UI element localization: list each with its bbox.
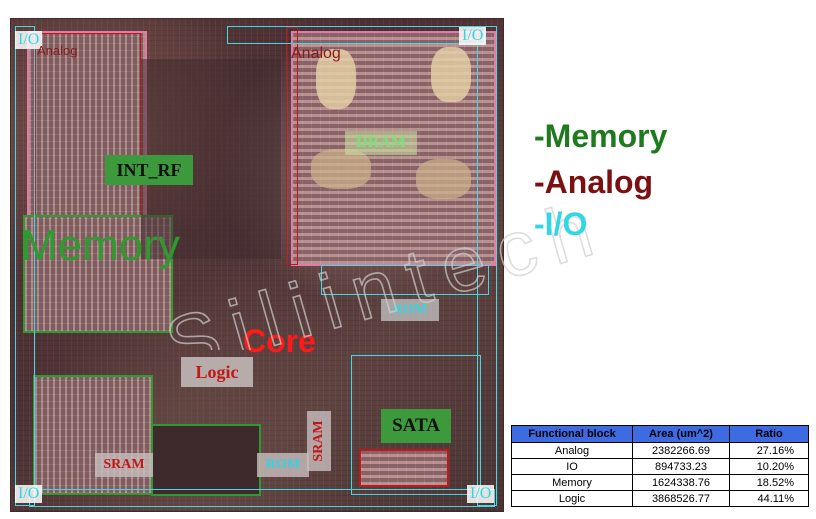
round-structure bbox=[416, 159, 471, 199]
io-label-bottom-right: I/O bbox=[467, 485, 495, 503]
rom-label-bottom: ROM bbox=[257, 453, 309, 477]
table-row: IO 894733.23 10.20% bbox=[511, 458, 809, 475]
round-structure bbox=[431, 47, 471, 102]
legend-memory: -Memory bbox=[534, 118, 668, 154]
cell-area: 1624338.76 bbox=[632, 474, 730, 491]
sram-label-vertical: SRAM bbox=[307, 411, 331, 471]
table-row: Memory 1624338.76 18.52% bbox=[511, 474, 809, 491]
rom-region-mid bbox=[321, 265, 489, 295]
cell-ratio: 44.11% bbox=[729, 490, 809, 507]
analog-outline-left bbox=[35, 33, 141, 219]
table-row: Logic 3868526.77 44.11% bbox=[511, 490, 809, 507]
analog-outline-top bbox=[286, 27, 298, 265]
core-label: Core bbox=[243, 323, 316, 359]
table-row: Analog 2382266.69 27.16% bbox=[511, 442, 809, 459]
analog-label-top: Analog bbox=[291, 45, 341, 62]
cell-area: 2382266.69 bbox=[632, 442, 730, 459]
io-ring-bottom bbox=[29, 489, 495, 507]
cell-block: Analog bbox=[511, 442, 633, 459]
header-area: Area (um^2) bbox=[632, 425, 730, 443]
round-structure bbox=[311, 149, 371, 189]
header-functional-block: Functional block bbox=[511, 425, 633, 443]
cell-block: Logic bbox=[511, 490, 633, 507]
int-rf-analog-region bbox=[27, 31, 147, 221]
legend-analog: -Analog bbox=[534, 164, 654, 200]
cell-area: 894733.23 bbox=[632, 458, 730, 475]
table-header-row: Functional block Area (um^2) Ratio bbox=[511, 425, 809, 443]
sram-region-bottom bbox=[33, 375, 153, 495]
memory-label: Memory bbox=[21, 221, 180, 270]
area-ratio-table: Functional block Area (um^2) Ratio Analo… bbox=[511, 425, 809, 507]
cell-ratio: 18.52% bbox=[729, 474, 809, 491]
cell-ratio: 10.20% bbox=[729, 458, 809, 475]
io-label-top-right: I/O bbox=[459, 27, 487, 45]
rom-label-mid: ROM bbox=[381, 299, 439, 321]
sram-label-bottom: SRAM bbox=[95, 453, 153, 477]
io-label-bottom-left: I/O bbox=[15, 485, 43, 503]
header-ratio: Ratio bbox=[729, 425, 809, 443]
io-ring-right bbox=[477, 26, 497, 506]
round-structure bbox=[316, 49, 356, 109]
analog-label-left: Analog bbox=[37, 43, 78, 58]
cell-area: 3868526.77 bbox=[632, 490, 730, 507]
dram-label: DRAM bbox=[345, 131, 417, 155]
io-ring-top bbox=[227, 26, 485, 44]
cell-block: IO bbox=[511, 458, 633, 475]
logic-label: Logic bbox=[181, 357, 253, 387]
io-ring-left bbox=[15, 26, 35, 506]
cell-block: Memory bbox=[511, 474, 633, 491]
int-rf-label: INT_RF bbox=[105, 155, 193, 185]
chip-die-photo: I/O I/O I/O I/O Analog Analog INT_RF DRA… bbox=[10, 18, 504, 512]
sata-label: SATA bbox=[381, 409, 451, 443]
sata-phy-block bbox=[359, 449, 449, 487]
legend-io: -I/O bbox=[534, 206, 588, 242]
cell-ratio: 27.16% bbox=[729, 442, 809, 459]
rom-region-bottom bbox=[151, 424, 261, 496]
sata-region bbox=[351, 355, 481, 495]
io-label-top-left: I/O bbox=[15, 31, 43, 49]
